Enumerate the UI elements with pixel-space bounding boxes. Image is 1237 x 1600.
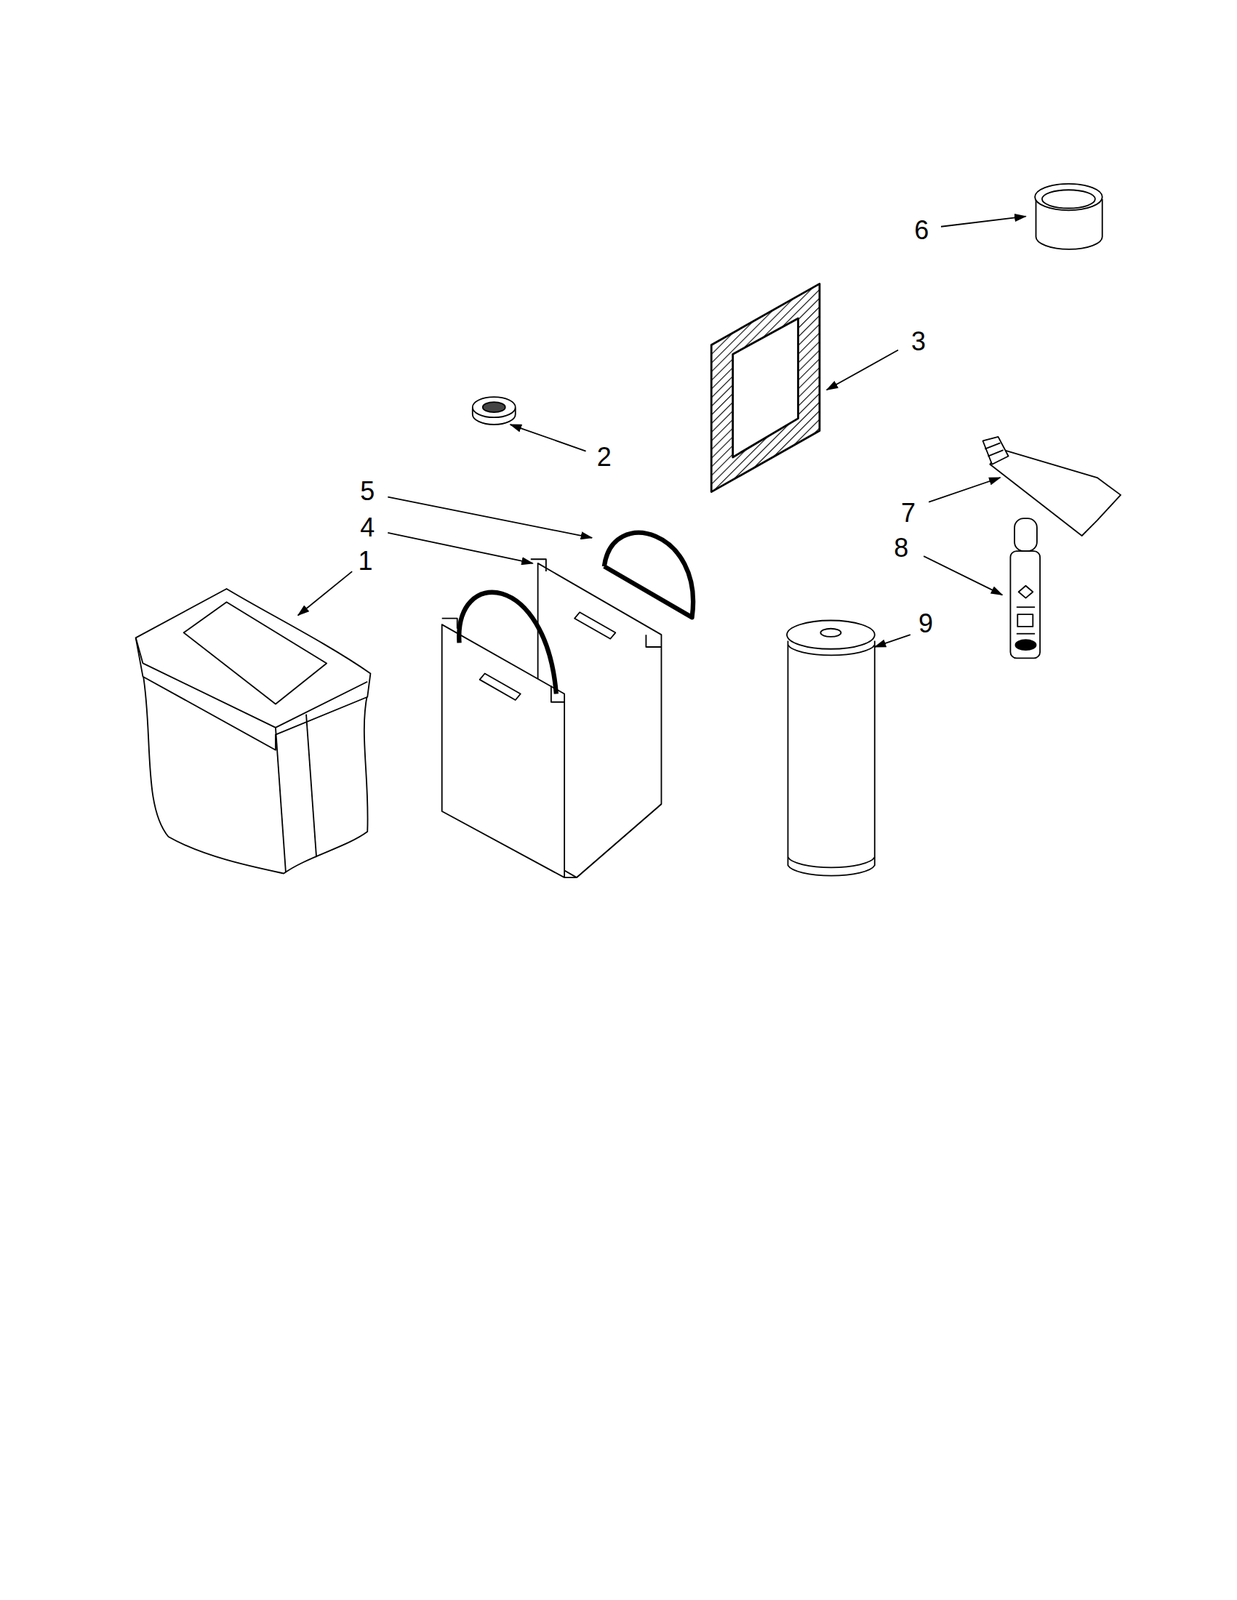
bag-holder [442,533,694,878]
callout-number: 9 [916,609,936,639]
trash-bag [135,589,371,875]
leader-lines [298,216,1027,648]
callout-number: 3 [909,327,928,357]
grease-tube [983,437,1121,536]
callout-number: 4 [357,513,377,543]
callout-number: 7 [898,498,918,528]
aerosol-can [786,620,875,876]
callout-number: 1 [355,546,375,576]
spray-bottle [1010,518,1040,659]
callout-number: 6 [911,215,931,246]
callout-number: 5 [357,477,377,507]
callout-number: 2 [594,442,614,472]
callout-number: 8 [891,533,911,563]
ring-part [472,397,516,425]
gasket-frame [711,283,820,492]
cap-cylinder [1034,183,1103,250]
